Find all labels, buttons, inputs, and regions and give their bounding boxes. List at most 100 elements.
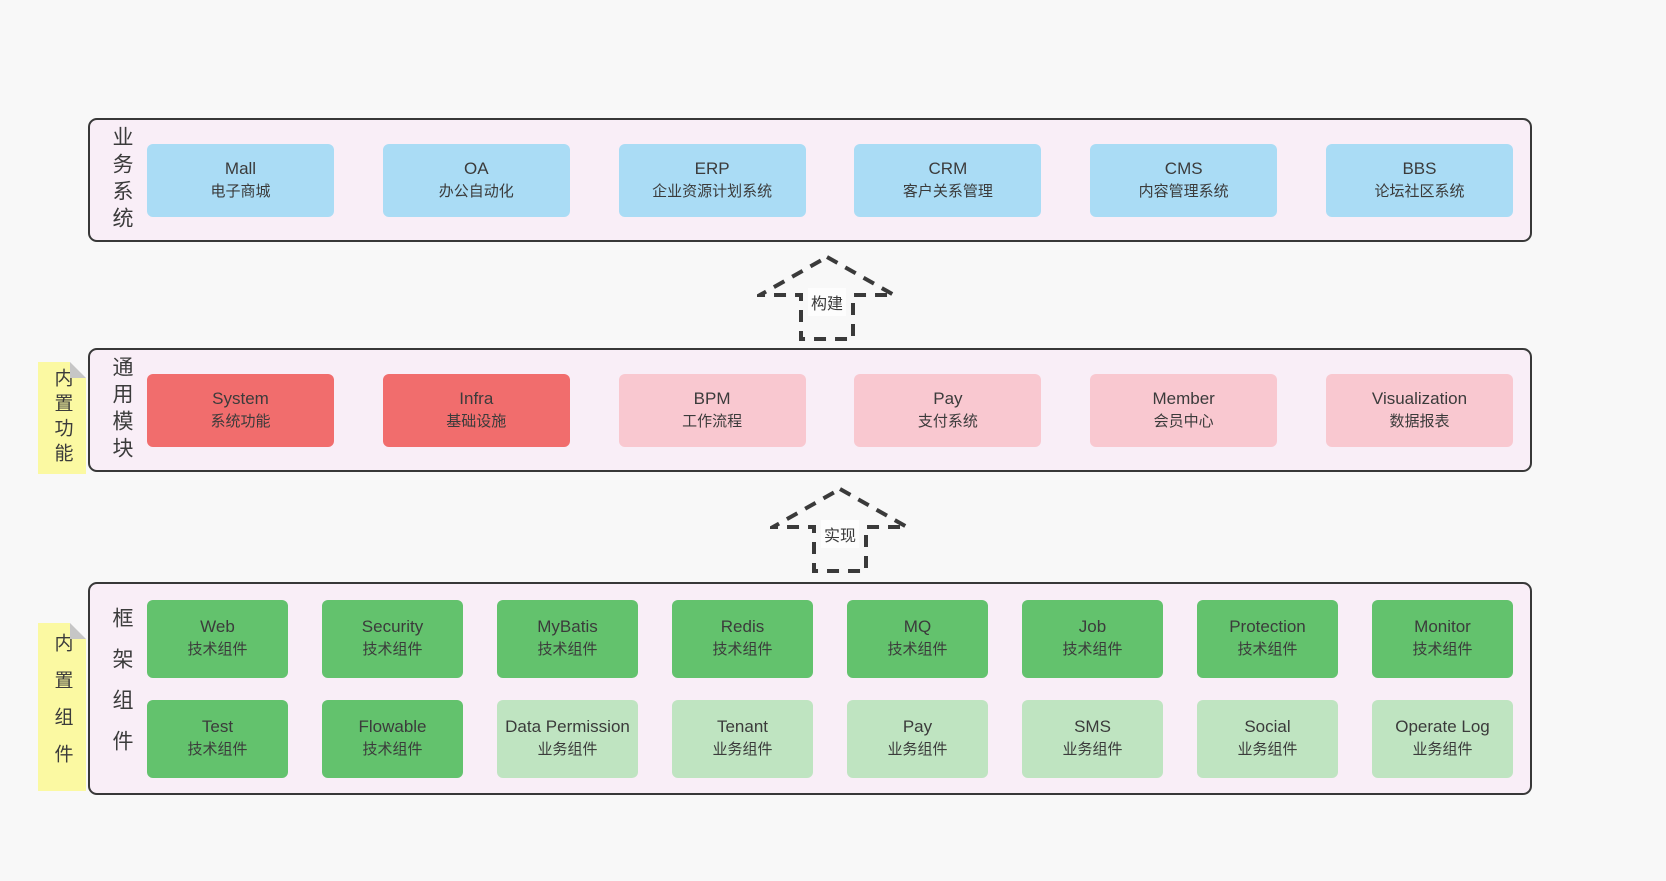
module-box-subtitle: 内容管理系统: [1138, 182, 1229, 200]
module-box-subtitle: 工作流程: [682, 412, 743, 430]
up-arrow-build: 构建: [757, 254, 897, 342]
module-box-title: MyBatis: [537, 617, 598, 637]
band-label: 框架组件: [110, 606, 133, 771]
module-box-title: OA: [464, 158, 489, 178]
module-box-title: Redis: [720, 617, 765, 637]
module-box-system: System 系统功能: [147, 373, 334, 447]
module-box-title: Data Permission: [505, 717, 630, 737]
module-row: Mall 电子商城 OA 办公自动化 ERP 企业资源计划系统 CRM 客户关系管理 CMS 内容…: [147, 143, 1513, 217]
module-box-title: BBS: [1402, 158, 1437, 178]
up-arrow-implement: 实现: [770, 486, 910, 574]
module-box-title: Test: [201, 717, 234, 737]
module-box-pay: Pay 支付系统: [854, 373, 1042, 447]
note-text: 内置功能: [51, 368, 73, 468]
module-box-mq: MQ 技术组件: [847, 599, 988, 678]
module-box-title: ERP: [694, 158, 730, 178]
module-box-title: Web: [200, 617, 235, 637]
module-box-sms: SMS 业务组件: [1022, 699, 1163, 778]
module-box-title: CRM: [928, 158, 968, 178]
module-box-title: MQ: [903, 617, 932, 637]
module-box-title: Pay: [902, 717, 933, 737]
module-box-subtitle: 支付系统: [917, 412, 978, 430]
module-box-subtitle: 电子商城: [210, 182, 271, 200]
module-box-oa: OA 办公自动化: [382, 143, 570, 217]
module-box-subtitle: 业务组件: [1062, 741, 1123, 759]
module-row: System 系统功能 Infra 基础设施 BPM 工作流程 Pay 支付系统 Member 会…: [147, 373, 1513, 447]
module-box-subtitle: 业务组件: [1412, 741, 1473, 759]
arrow-label-implement: 实现: [820, 520, 860, 548]
module-box-infra: Infra 基础设施: [382, 373, 570, 447]
module-box-title: Flowable: [358, 717, 427, 737]
module-box-subtitle: 技术组件: [1062, 641, 1123, 659]
module-box-subtitle: 技术组件: [187, 641, 248, 659]
band-label: 通用模块: [110, 356, 133, 464]
module-box-subtitle: 业务组件: [537, 741, 598, 759]
module-box-data-permission: Data Permission 业务组件: [497, 699, 638, 778]
note-text: 内置组件: [51, 633, 73, 781]
module-box-monitor: Monitor 技术组件: [1372, 599, 1513, 678]
module-box-title: Mall: [224, 158, 257, 178]
module-box-job: Job 技术组件: [1022, 599, 1163, 678]
module-box-protection: Protection 技术组件: [1197, 599, 1338, 678]
module-box-flowable: Flowable 技术组件: [322, 699, 463, 778]
note-fold-corner: [70, 623, 86, 639]
module-box-cms: CMS 内容管理系统: [1090, 143, 1278, 217]
sticky-note-builtin-components: 内置组件: [38, 623, 86, 791]
module-box-subtitle: 业务组件: [887, 741, 948, 759]
module-box-subtitle: 会员中心: [1153, 412, 1214, 430]
module-box-title: SMS: [1074, 717, 1111, 737]
module-box-title: Security: [361, 617, 424, 637]
module-box-title: BPM: [693, 388, 731, 408]
module-box-title: Social: [1244, 717, 1291, 737]
module-box-title: Infra: [459, 388, 494, 408]
module-box-title: Job: [1078, 617, 1107, 637]
module-box-subtitle: 办公自动化: [438, 182, 514, 200]
module-box-subtitle: 技术组件: [712, 641, 773, 659]
module-box-subtitle: 技术组件: [362, 741, 423, 759]
module-box-subtitle: 技术组件: [1412, 641, 1473, 659]
band-label: 业务系统: [110, 126, 133, 234]
module-box-pay: Pay 业务组件: [847, 699, 988, 778]
module-box-security: Security 技术组件: [322, 599, 463, 678]
module-box-title: System: [212, 388, 269, 408]
module-box-crm: CRM 客户关系管理: [854, 143, 1042, 217]
module-box-title: Pay: [933, 388, 963, 408]
module-box-member: Member 会员中心: [1090, 373, 1278, 447]
module-box-subtitle: 技术组件: [362, 641, 423, 659]
sticky-note-builtin-functions: 内置功能: [38, 362, 86, 474]
module-box-subtitle: 系统功能: [210, 412, 271, 430]
module-box-title: Monitor: [1414, 617, 1471, 637]
module-box-title: Visualization: [1371, 388, 1468, 408]
note-fold-corner: [70, 362, 86, 378]
module-box-subtitle: 业务组件: [1237, 741, 1298, 759]
module-box-title: CMS: [1164, 158, 1203, 178]
band-rows: Mall 电子商城 OA 办公自动化 ERP 企业资源计划系统 CRM 客户关系管理 CMS 内容…: [147, 120, 1513, 240]
module-box-mall: Mall 电子商城: [147, 143, 334, 217]
module-box-subtitle: 技术组件: [1237, 641, 1298, 659]
module-box-subtitle: 客户关系管理: [902, 182, 993, 200]
module-box-erp: ERP 企业资源计划系统: [618, 143, 806, 217]
module-box-subtitle: 业务组件: [712, 741, 773, 759]
module-box-web: Web 技术组件: [147, 599, 288, 678]
module-box-title: Member: [1152, 388, 1215, 408]
module-box-title: Protection: [1229, 617, 1306, 637]
band-business-systems: 业务系统 Mall 电子商城 OA 办公自动化 ERP 企业资源计划系统 CRM 客户关系管理…: [88, 118, 1532, 242]
band-rows: System 系统功能 Infra 基础设施 BPM 工作流程 Pay 支付系统 Member 会…: [147, 350, 1513, 470]
band-common-modules: 通用模块 System 系统功能 Infra 基础设施 BPM 工作流程 Pay 支付系统 Me…: [88, 348, 1532, 472]
module-box-redis: Redis 技术组件: [672, 599, 813, 678]
module-box-subtitle: 技术组件: [887, 641, 948, 659]
module-box-subtitle: 基础设施: [446, 412, 507, 430]
module-box-subtitle: 企业资源计划系统: [652, 182, 773, 200]
module-box-social: Social 业务组件: [1197, 699, 1338, 778]
